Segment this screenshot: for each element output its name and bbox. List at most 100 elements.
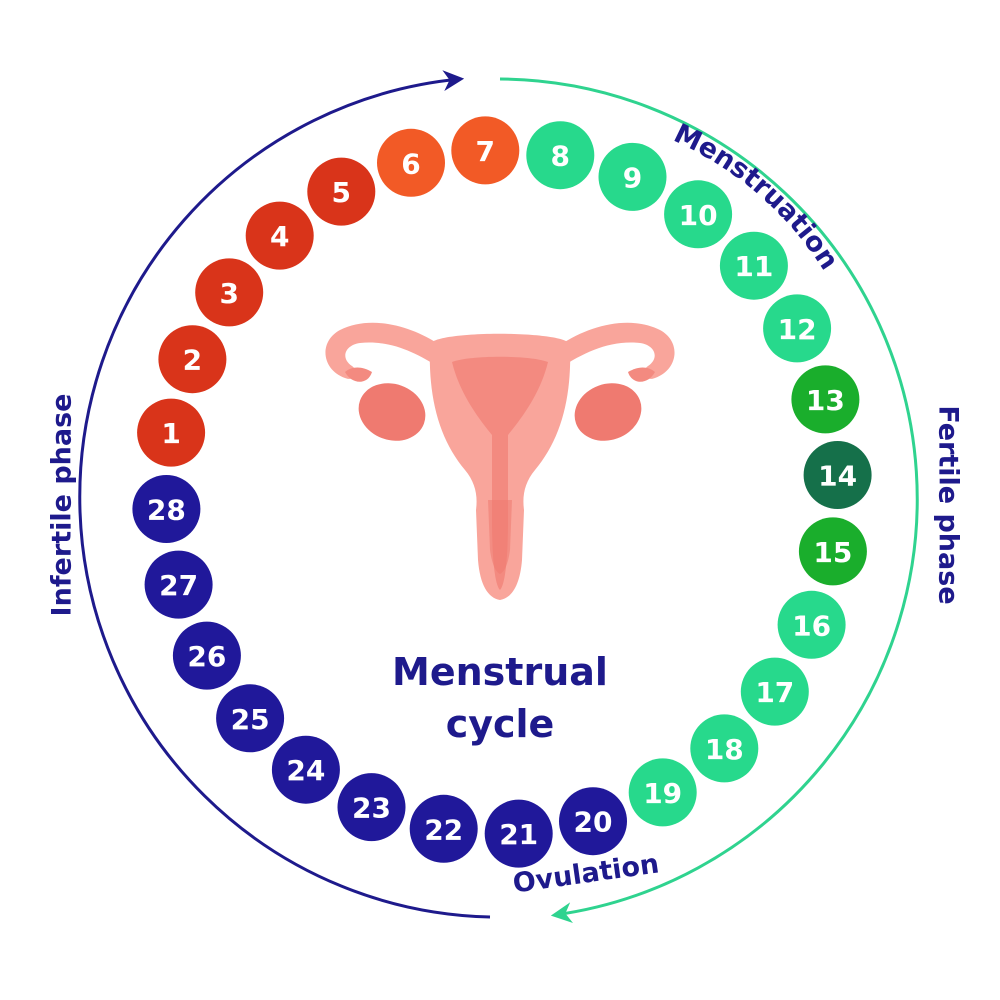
day-number: 20 — [574, 806, 613, 839]
day-number: 23 — [352, 792, 391, 825]
day-circle — [216, 684, 285, 753]
day-number: 18 — [705, 733, 744, 766]
day-marker: 23 — [337, 773, 406, 842]
day-marker: 6 — [377, 128, 445, 197]
day-circle — [763, 294, 832, 363]
day-number: 5 — [332, 176, 351, 209]
day-marker: 14 — [803, 441, 872, 509]
day-marker: 16 — [777, 590, 846, 659]
day-circle — [777, 590, 846, 659]
day-circle — [798, 517, 867, 586]
day-circle — [791, 365, 860, 434]
day-number: 14 — [818, 460, 857, 493]
day-marker: 1 — [137, 398, 206, 467]
uterine-cavity — [452, 356, 548, 590]
right-fimbriae — [628, 367, 655, 382]
day-circle — [628, 758, 697, 827]
day-marker: 7 — [451, 116, 520, 185]
day-circle — [740, 657, 809, 726]
day-marker: 4 — [245, 201, 314, 270]
day-marker: 22 — [409, 794, 478, 863]
day-number: 22 — [424, 813, 463, 846]
day-number: 24 — [286, 754, 325, 787]
day-number: 16 — [792, 609, 831, 642]
day-marker: 28 — [132, 475, 201, 543]
day-number: 17 — [755, 676, 794, 709]
day-number: 6 — [401, 147, 420, 180]
day-circle — [559, 787, 627, 856]
day-number: 15 — [813, 536, 852, 569]
day-marker: 9 — [598, 142, 667, 211]
day-number: 10 — [679, 199, 718, 232]
day-circle — [271, 735, 340, 804]
left-ovary — [358, 383, 426, 441]
day-circle — [137, 398, 206, 467]
day-number: 8 — [551, 140, 570, 173]
day-number: 7 — [476, 135, 495, 168]
day-circle — [307, 157, 376, 226]
day-number: 12 — [778, 313, 817, 346]
day-number: 11 — [734, 250, 773, 283]
fertile-phase-arrow — [499, 77, 919, 924]
cervix — [488, 500, 512, 574]
day-marker: 25 — [216, 684, 285, 753]
day-marker: 5 — [307, 157, 376, 226]
day-number: 19 — [643, 777, 682, 810]
day-circle — [598, 142, 667, 211]
day-number: 26 — [187, 640, 226, 673]
day-circle — [803, 441, 872, 509]
day-number: 28 — [147, 494, 186, 527]
day-circle — [132, 475, 201, 543]
day-marker: 10 — [664, 180, 733, 249]
uterus-illustration — [325, 322, 675, 600]
day-number: 2 — [183, 344, 202, 377]
day-circle — [337, 773, 406, 842]
day-number: 9 — [623, 161, 642, 194]
day-marker: 3 — [195, 258, 264, 327]
day-marker: 26 — [172, 621, 241, 690]
day-marker: 15 — [798, 517, 867, 586]
day-marker: 8 — [526, 121, 595, 190]
day-circle — [484, 799, 553, 868]
day-marker: 13 — [791, 365, 860, 434]
day-marker: 21 — [484, 799, 553, 868]
day-marker: 27 — [144, 550, 213, 619]
day-circle — [195, 258, 264, 327]
day-circle — [377, 128, 445, 197]
day-marker: 2 — [158, 325, 227, 394]
day-number: 1 — [161, 417, 180, 450]
day-marker: 20 — [559, 787, 627, 856]
infertile-phase-arrow — [78, 70, 491, 919]
day-number: 21 — [499, 818, 538, 851]
center-title-line1: Menstrual — [392, 650, 608, 694]
day-marker: 11 — [719, 231, 788, 300]
day-circle — [526, 121, 595, 190]
day-circle — [451, 116, 520, 185]
center-title-line2: cycle — [446, 702, 555, 746]
day-marker: 17 — [740, 657, 809, 726]
day-number: 4 — [270, 220, 289, 253]
day-marker: 24 — [271, 735, 340, 804]
day-marker: 12 — [763, 294, 832, 363]
day-circle — [664, 180, 733, 249]
day-number: 25 — [231, 703, 270, 736]
day-number: 27 — [159, 569, 198, 602]
day-circle — [172, 621, 241, 690]
infertile-phase-label: Infertile phase — [47, 394, 78, 617]
day-circle — [245, 201, 314, 270]
right-fallopian-tube — [560, 322, 675, 379]
left-fallopian-tube — [325, 322, 440, 379]
fertile-phase-label: Fertile phase — [933, 405, 964, 604]
day-circle — [144, 550, 213, 619]
day-marker: 18 — [690, 714, 759, 783]
day-circle — [690, 714, 759, 783]
left-fimbriae — [345, 367, 372, 382]
day-number: 13 — [806, 384, 845, 417]
day-circle — [409, 794, 478, 863]
day-circle — [158, 325, 227, 394]
right-ovary — [574, 383, 642, 441]
day-circle — [719, 231, 788, 300]
day-marker: 19 — [628, 758, 697, 827]
